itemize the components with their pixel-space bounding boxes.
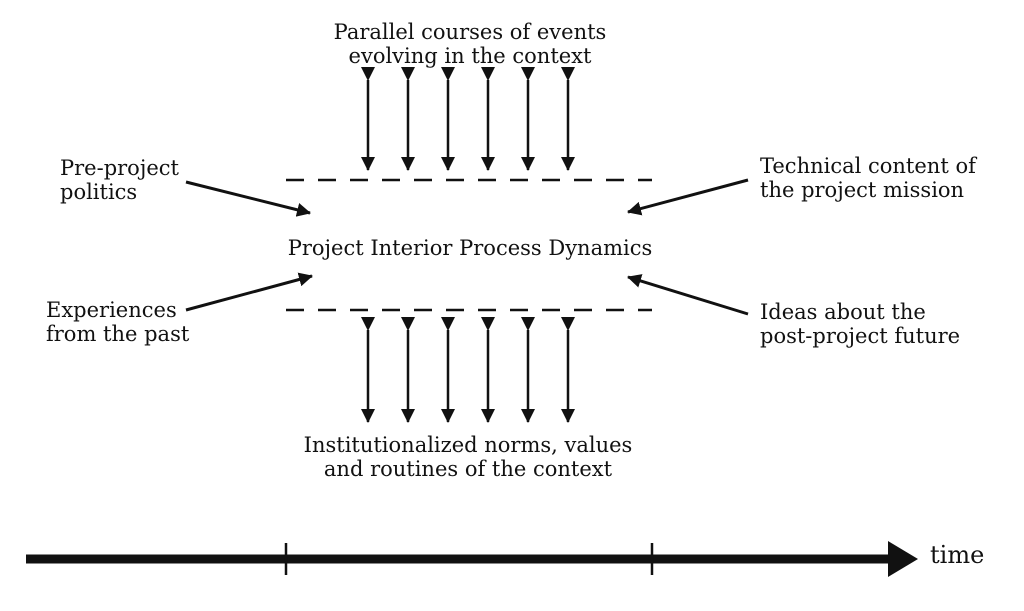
experiences-past-label-line: from the past [46, 322, 190, 346]
pre-project-politics-label: Pre-project politics [60, 156, 179, 204]
past-arrow [185, 272, 313, 312]
technical-arrow [627, 178, 749, 216]
technical-content-label: Technical content of the project mission [760, 154, 976, 202]
time-axis-label: time [930, 541, 985, 569]
institutional-norms-label: Institutionalized norms, values and rout… [288, 433, 648, 481]
post-project-future-label: Ideas about the post-project future [760, 300, 960, 348]
technical-content-label-line: Technical content of [760, 154, 976, 178]
pre-project-arrow [185, 180, 311, 217]
parallel-events-label-line: Parallel courses of events [333, 20, 607, 44]
time-axis-arrowhead [888, 541, 918, 577]
institutional-norms-label-line: and routines of the context [323, 457, 613, 481]
experiences-past-label-line: Experiences [46, 298, 177, 322]
institutional-norms-label-line: Institutionalized norms, values [303, 433, 633, 457]
future-arrow [627, 274, 749, 316]
pre-project-politics-label-line: politics [60, 180, 138, 204]
experiences-past-label: Experiences from the past [46, 298, 189, 346]
post-project-future-label-line: Ideas about the [760, 300, 926, 324]
pre-project-politics-label-line: Pre-project [60, 156, 179, 180]
top-arrow-group [361, 67, 575, 171]
bottom-arrow-group [361, 317, 575, 423]
technical-content-label-line: the project mission [760, 178, 965, 202]
project-interior-label: Project Interior Process Dynamics [287, 236, 653, 260]
parallel-events-label: Parallel courses of events evolving in t… [312, 20, 628, 68]
parallel-events-label-line: evolving in the context [348, 44, 592, 68]
post-project-future-label-line: post-project future [760, 324, 961, 348]
